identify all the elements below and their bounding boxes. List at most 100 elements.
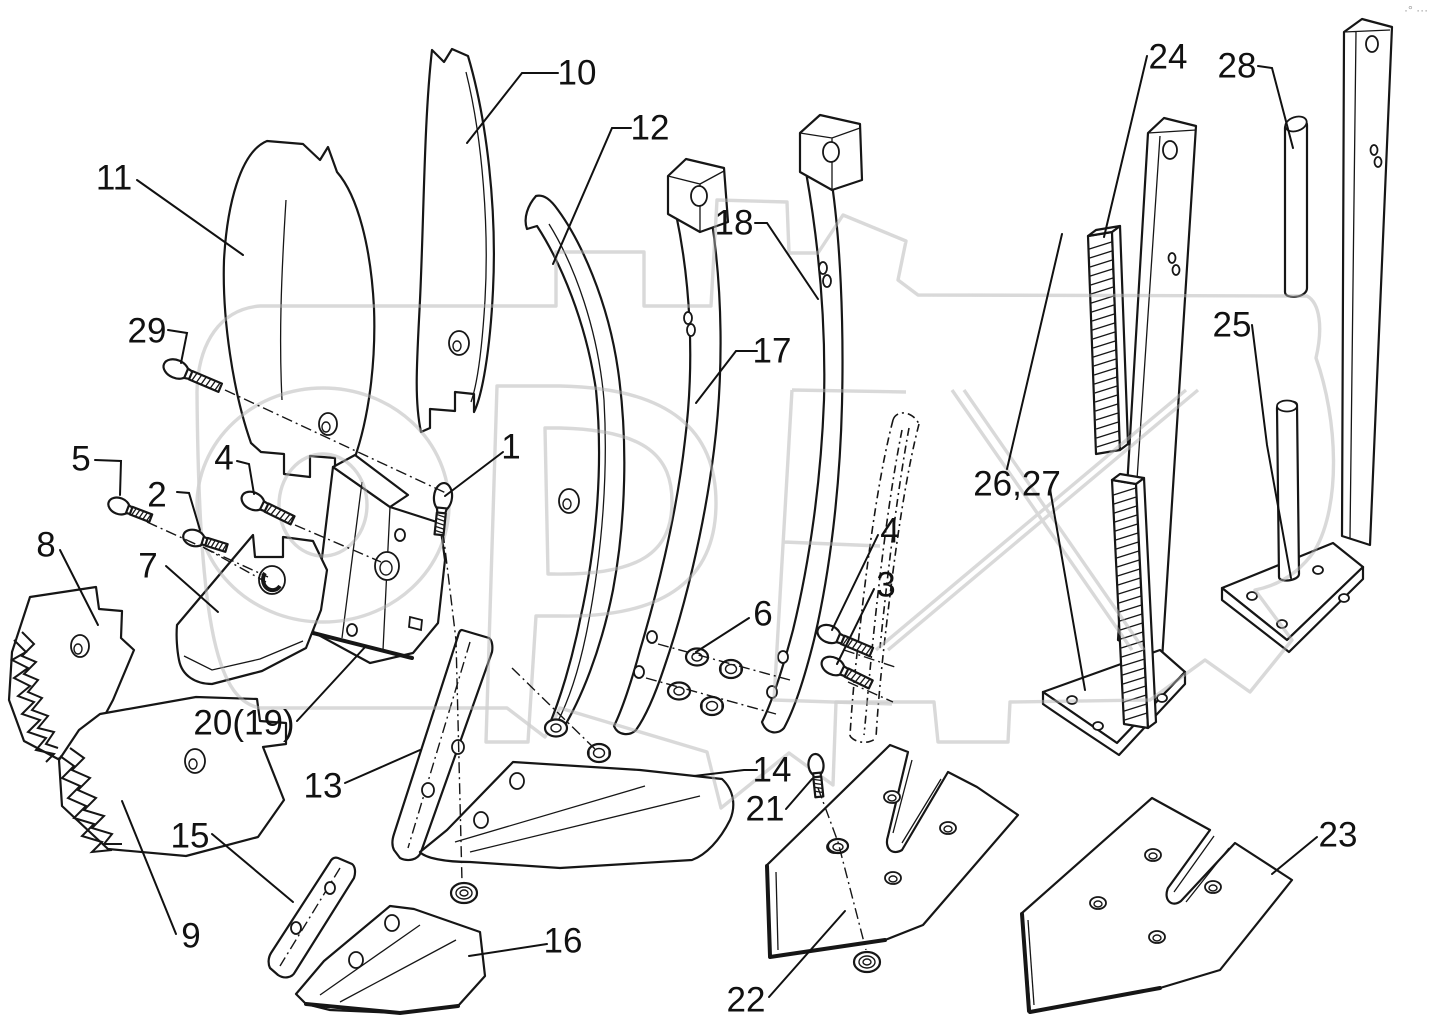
leader-line-25 xyxy=(1251,324,1292,579)
hatch-line xyxy=(1115,532,1139,541)
part-label-29: 29 xyxy=(128,312,167,351)
watermark-opex-logo xyxy=(195,198,1336,810)
part-13-bracket-knife xyxy=(391,628,494,862)
part-label-18: 18 xyxy=(715,204,754,243)
part-24-wear-strip xyxy=(1086,224,1130,456)
hatch-line xyxy=(1094,394,1119,403)
bolt-4-right xyxy=(816,623,875,658)
bolt-29 xyxy=(162,358,224,393)
hatch-line xyxy=(1113,496,1138,505)
watermark-letter-x xyxy=(874,388,1200,652)
leader-line-12 xyxy=(552,127,632,265)
part-17-shank xyxy=(612,157,730,736)
leader-line-11 xyxy=(136,179,244,256)
leader-line-6 xyxy=(695,617,750,653)
hatch-line xyxy=(1090,286,1115,295)
hatch-line xyxy=(1117,577,1142,586)
part-label-4: 4 xyxy=(880,512,899,551)
hatch-line xyxy=(1113,487,1137,496)
bolt-21 xyxy=(807,752,825,799)
watermark-letter-p xyxy=(484,384,718,744)
hatch-line xyxy=(1115,523,1139,532)
hatch-line xyxy=(1121,658,1146,667)
leader-line-3 xyxy=(836,588,875,665)
hatch-line xyxy=(1092,322,1116,331)
part-label-1: 1 xyxy=(501,428,520,467)
part-label-25: 25 xyxy=(1213,306,1252,345)
part-label-26,27: 26,27 xyxy=(973,465,1061,504)
leader-line-7 xyxy=(165,565,219,613)
leader-line-2 xyxy=(176,491,201,531)
bolt-4-left xyxy=(240,490,296,526)
part-22-slotted-share xyxy=(765,743,1020,959)
hatch-line xyxy=(1094,376,1118,385)
hatch-line xyxy=(1091,295,1115,304)
part-label-7: 7 xyxy=(138,547,157,586)
part-25-stand xyxy=(1220,17,1394,654)
part-label-20(19): 20(19) xyxy=(193,704,294,743)
flange-nut-right xyxy=(852,950,882,974)
leader-line-5 xyxy=(94,459,123,496)
leader-line-21 xyxy=(785,778,813,810)
part-label-5: 5 xyxy=(71,440,90,479)
part-label-10: 10 xyxy=(558,54,597,93)
hatch-line xyxy=(1096,421,1120,430)
part-label-3: 3 xyxy=(876,566,895,605)
hatch-line xyxy=(1096,430,1120,439)
assembly-axes xyxy=(146,389,899,951)
hatch-line xyxy=(1114,505,1138,514)
part-7-share-point xyxy=(175,533,329,686)
hatch-line xyxy=(1119,613,1144,622)
leader-line-22 xyxy=(768,910,846,998)
part-28-round-shank xyxy=(1283,115,1309,298)
hatch-line xyxy=(1116,550,1140,559)
washer-nut-set-6 xyxy=(666,647,744,717)
leader-line-4 xyxy=(831,534,879,631)
hatch-line xyxy=(1121,649,1145,658)
hatch-line xyxy=(1089,241,1113,250)
part-label-22: 22 xyxy=(727,981,766,1020)
hatch-line xyxy=(1089,259,1114,268)
part-14-wing-share xyxy=(418,760,735,870)
part-label-4: 4 xyxy=(214,439,233,478)
part-28-rod-lower xyxy=(1275,400,1301,582)
part-label-12: 12 xyxy=(631,109,670,148)
leader-lines xyxy=(59,55,1318,998)
leader-line-10 xyxy=(466,72,559,144)
part-label-21: 21 xyxy=(746,790,785,829)
hatch-line xyxy=(1092,340,1117,349)
part-26-wear-strip xyxy=(1110,472,1158,730)
hatch-line xyxy=(1118,586,1142,595)
part-26-27-stand-assembly xyxy=(1041,116,1198,757)
nut xyxy=(718,658,744,680)
part-label-11: 11 xyxy=(96,159,132,198)
leader-line-20(19) xyxy=(296,645,367,722)
part-wear-strip-phantom xyxy=(849,412,920,744)
watermark-gear-outline xyxy=(195,198,1336,810)
part-10-moldboard-strip xyxy=(415,47,495,434)
bolt-3 xyxy=(820,655,874,690)
hatch-line xyxy=(1120,631,1144,640)
washer xyxy=(666,681,692,701)
leader-line-1 xyxy=(444,451,504,497)
hatch-line xyxy=(1123,685,1147,694)
carriage-bolt-head-22 xyxy=(826,837,850,855)
part-label-16: 16 xyxy=(544,922,583,961)
leader-line-8 xyxy=(59,549,99,626)
leader-line-23 xyxy=(1271,836,1318,875)
leader-line-9 xyxy=(121,800,177,935)
leader-line-26,27 xyxy=(1006,233,1063,470)
hatch-line xyxy=(1122,667,1146,676)
part-label-9: 9 xyxy=(181,917,200,956)
hatch-line xyxy=(1095,403,1119,412)
hatch-line xyxy=(1095,412,1120,421)
part-15-bracket-knife xyxy=(267,856,357,979)
part-23-slotted-share xyxy=(1020,796,1294,1014)
hatch-line xyxy=(1096,439,1121,448)
watermark-letter-e xyxy=(772,388,907,706)
part-label-13: 13 xyxy=(304,767,343,806)
leader-line-16 xyxy=(468,943,548,957)
